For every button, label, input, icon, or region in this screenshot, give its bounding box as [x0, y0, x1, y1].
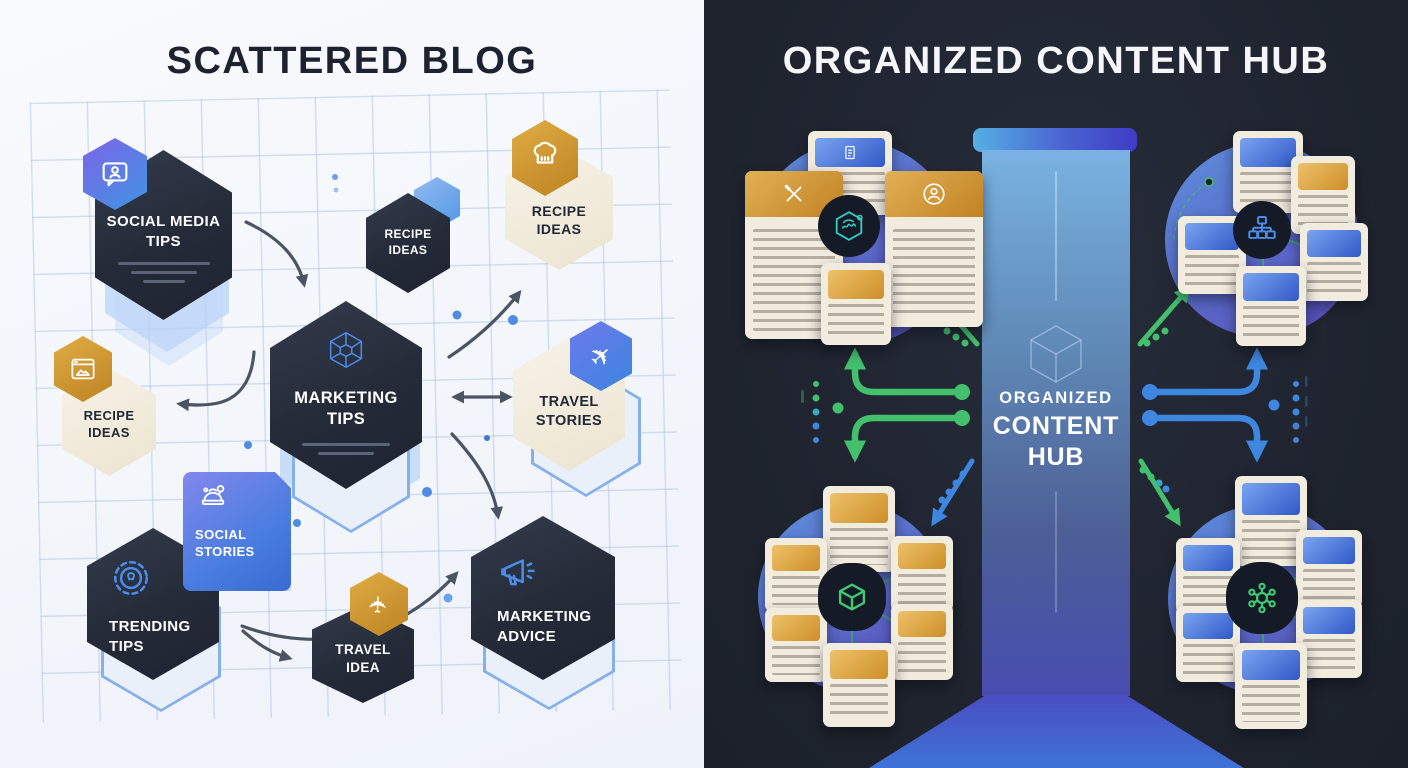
- content-card: [765, 608, 827, 682]
- node-trending-tips: TRENDING TIPS: [87, 528, 221, 712]
- decorative-dots: [244, 174, 518, 603]
- node-marketing-tips: MARKETING TIPS: [270, 301, 422, 533]
- arrow-smt-to-mt: [244, 220, 309, 288]
- arc-node: [1204, 177, 1214, 187]
- content-card: [1291, 156, 1355, 234]
- node-marketing-advice: MARKETING ADVICE: [471, 516, 615, 710]
- cube-wireframe-icon: [323, 327, 369, 378]
- organized-hub-panel: ORGANIZED CONTENT HUB: [704, 0, 1408, 768]
- arrow-ts-to-ma: [450, 432, 504, 520]
- radial-network-icon: [1248, 582, 1276, 614]
- content-card: [891, 536, 953, 612]
- content-card: [1176, 606, 1240, 682]
- arrow-tt-to-ti: [241, 629, 293, 662]
- content-card: [1300, 223, 1368, 301]
- hexagon-scribble-icon: [835, 211, 863, 241]
- arrow-up-right: [447, 289, 522, 359]
- content-card: [823, 486, 895, 572]
- content-card: [823, 643, 895, 727]
- right-panel-title: ORGANIZED CONTENT HUB: [782, 40, 1330, 82]
- node-recipe-ideas-small: RECIPE IDEAS: [366, 177, 460, 293]
- node-label: MARKETING ADVICE: [497, 608, 592, 645]
- node-label: TRAVEL IDEA: [335, 642, 391, 675]
- node-label: SOCIAL STORIES: [195, 527, 255, 559]
- content-card: [891, 604, 953, 680]
- placeholder-lines: [117, 262, 210, 283]
- node-label: MARKETING TIPS: [294, 389, 398, 429]
- node-social-media-tips: SOCIAL MEDIA TIPS: [83, 138, 232, 366]
- hub-label: ORGANIZED CONTENT HUB: [982, 386, 1130, 473]
- cluster-hub-top-right: [1233, 201, 1291, 259]
- cluster-hub-bottom-right: [1226, 562, 1298, 634]
- left-panel-title: SCATTERED BLOG: [166, 40, 538, 82]
- blue-elbow-arrows: [1146, 347, 1269, 463]
- content-card: [1296, 530, 1362, 608]
- content-card: [821, 263, 891, 345]
- plane-icon: ✈: [350, 572, 408, 636]
- document-icon: [845, 145, 855, 159]
- dot-columns: [801, 376, 1308, 443]
- hub-column-cap: [973, 128, 1137, 152]
- node-label: RECIPE IDEAS: [83, 408, 135, 440]
- dashed-arc: [1173, 183, 1206, 239]
- content-card: [1296, 600, 1362, 678]
- cluster-hub-top-left: [818, 195, 880, 257]
- green-elbow-arrows: [843, 347, 966, 463]
- card-image-block: [815, 138, 885, 168]
- hub-label-line2: CONTENT: [992, 411, 1120, 440]
- person-circle-icon: [885, 171, 983, 217]
- node-travel-idea: TRAVEL IDEA ✈: [312, 572, 414, 703]
- scattered-arrows: [176, 174, 522, 662]
- cube-wireframe-icon: [1030, 325, 1082, 383]
- content-card: [1236, 266, 1306, 346]
- cluster-hub-bottom-left: [818, 563, 886, 631]
- sitemap-icon: [1248, 215, 1276, 239]
- megaphone-icon: [497, 550, 541, 599]
- content-card: [1235, 476, 1307, 566]
- node-recipe-ideas-top: RECIPE IDEAS: [505, 120, 613, 270]
- node-label: SOCIAL MEDIA TIPS: [106, 213, 221, 250]
- cube-icon: [838, 583, 866, 611]
- scattered-blog-panel: SCATTERED BLOG SOCIAL MEDIA TIPS: [0, 0, 704, 768]
- node-label: RECIPE IDEAS: [531, 203, 587, 238]
- node-social-stories: SOCIAL STORIES: [183, 472, 271, 573]
- gear-icon: [109, 556, 153, 605]
- node-label: TRENDING TIPS: [109, 618, 191, 655]
- node-travel-stories: TRAVEL STORIES ✈: [513, 321, 641, 497]
- arrow-to-recipe-left: [176, 350, 256, 412]
- node-label: TRAVEL STORIES: [535, 394, 603, 429]
- card-image-block: [828, 270, 884, 299]
- node-label: RECIPE IDEAS: [384, 227, 432, 257]
- chef-hat-icon: [512, 120, 578, 196]
- dotted-trails: [938, 327, 1170, 504]
- document-card: SOCIAL STORIES: [183, 472, 291, 591]
- text-lines: [893, 229, 975, 319]
- doodle-sketch-icon: [195, 482, 283, 521]
- content-card: [765, 538, 827, 612]
- hub-column-detail: [1030, 171, 1082, 613]
- node-recipe-ideas-left: RECIPE IDEAS: [54, 336, 156, 476]
- placeholder-lines: [302, 442, 390, 455]
- hub-label-line1: ORGANIZED: [999, 389, 1113, 407]
- content-card: [1235, 643, 1307, 729]
- text-lines: [828, 303, 884, 338]
- hub-label-line3: HUB: [1027, 443, 1085, 471]
- content-card: [885, 171, 983, 327]
